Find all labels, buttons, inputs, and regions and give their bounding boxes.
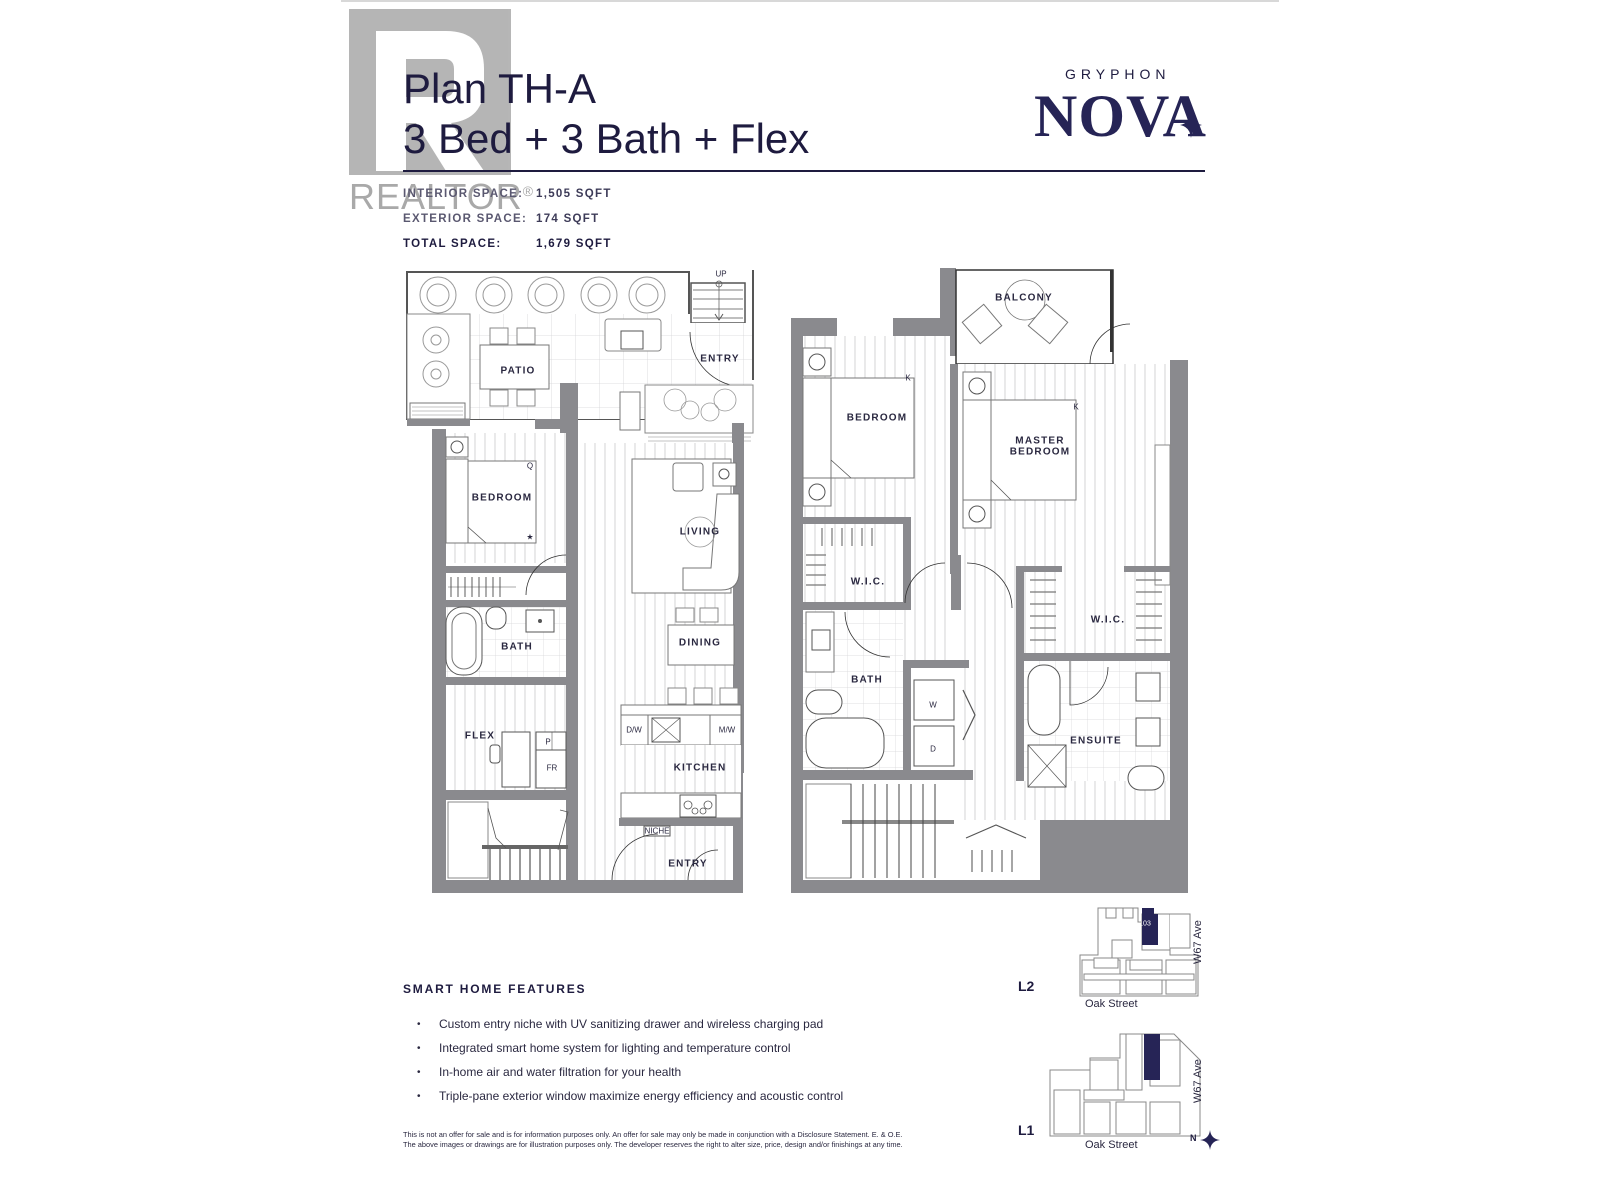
- room-kitchen: KITCHEN: [673, 762, 727, 774]
- logo-nova: NOVA: [1034, 83, 1207, 149]
- room-flex: FLEX: [464, 730, 496, 742]
- keyplan-l1-unit: 103: [1128, 1054, 1140, 1062]
- features-list: Custom entry niche with UV sanitizing dr…: [403, 1016, 959, 1112]
- plan-type: 3 Bed + 3 Bath + Flex: [403, 115, 810, 162]
- washer-label: W: [929, 700, 937, 710]
- keyplan-l2-street-bottom: Oak Street: [1085, 998, 1138, 1010]
- room-ensuite: ENSUITE: [1070, 735, 1122, 747]
- keyplan-l2-street-side: W67 Ave: [1192, 920, 1204, 964]
- room-bath-upper: BATH: [851, 674, 883, 686]
- bed-size-king-1: K: [905, 373, 911, 383]
- keyplan-l2-unit: 103: [1139, 920, 1151, 928]
- top-divider: [341, 0, 1279, 2]
- keyplan-l1-drawing: [1049, 1033, 1201, 1137]
- room-entry-top: ENTRY: [700, 353, 740, 365]
- room-master-bedroom-line1: MASTER: [1015, 435, 1065, 447]
- dryer-label: D: [930, 744, 936, 754]
- realtor-wordmark: REALTOR®: [349, 176, 535, 217]
- feature-item: Integrated smart home system for lightin…: [403, 1040, 959, 1057]
- room-bedroom-lower: BEDROOM: [471, 492, 533, 504]
- keyplan-l2-label: L2: [1018, 978, 1035, 994]
- plan-name: Plan TH-A: [403, 65, 596, 112]
- feature-item: In-home air and water filtration for you…: [403, 1064, 959, 1081]
- keyplan-l1-street-side: W67 Ave: [1192, 1059, 1204, 1103]
- room-wic-right: W.I.C.: [1090, 614, 1126, 626]
- realtor-logo-icon: [349, 9, 511, 175]
- fridge-label: FR: [546, 763, 558, 773]
- feature-item: Triple-pane exterior window maximize ene…: [403, 1088, 959, 1105]
- room-dining: DINING: [678, 637, 722, 649]
- logo-star-icon: [1180, 112, 1202, 138]
- bed-size-queen: Q: [526, 461, 534, 471]
- stair-up-label: UP: [715, 269, 727, 279]
- room-living: LIVING: [679, 526, 721, 538]
- north-label: N: [1190, 1133, 1197, 1143]
- room-patio: PATIO: [500, 365, 536, 377]
- north-star-icon: [1200, 1130, 1220, 1150]
- feature-item: Custom entry niche with UV sanitizing dr…: [403, 1016, 859, 1033]
- keyplan-l2-drawing: [1079, 907, 1199, 997]
- room-master-bedroom-line2: BEDROOM: [1009, 446, 1071, 458]
- realtor-r-icon: [376, 31, 484, 171]
- keyplan-l1-label: L1: [1018, 1122, 1035, 1138]
- dishwasher-label: D/W: [626, 725, 642, 735]
- niche-label: NICHE: [644, 826, 670, 836]
- bed-size-king-2: K: [1073, 402, 1079, 412]
- features-heading: SMART HOME FEATURES: [403, 982, 587, 996]
- keyplan-l1-street-bottom: Oak Street: [1085, 1139, 1138, 1151]
- room-entry-bottom: ENTRY: [668, 858, 708, 870]
- room-wic-left: W.I.C.: [850, 576, 886, 588]
- microwave-label: M/W: [718, 725, 736, 735]
- page-title: Plan TH-A 3 Bed + 3 Bath + Flex: [403, 64, 809, 164]
- disclaimer: This is not an offer for sale and is for…: [403, 1130, 903, 1149]
- room-bath-lower: BATH: [501, 641, 533, 653]
- title-divider: [403, 170, 1205, 172]
- room-bedroom-upper: BEDROOM: [846, 412, 908, 424]
- star-icon: ★: [526, 532, 534, 542]
- logo-gryphon: GRYPHON: [1065, 66, 1171, 82]
- pantry-label: P: [545, 737, 551, 747]
- room-balcony: BALCONY: [995, 292, 1053, 304]
